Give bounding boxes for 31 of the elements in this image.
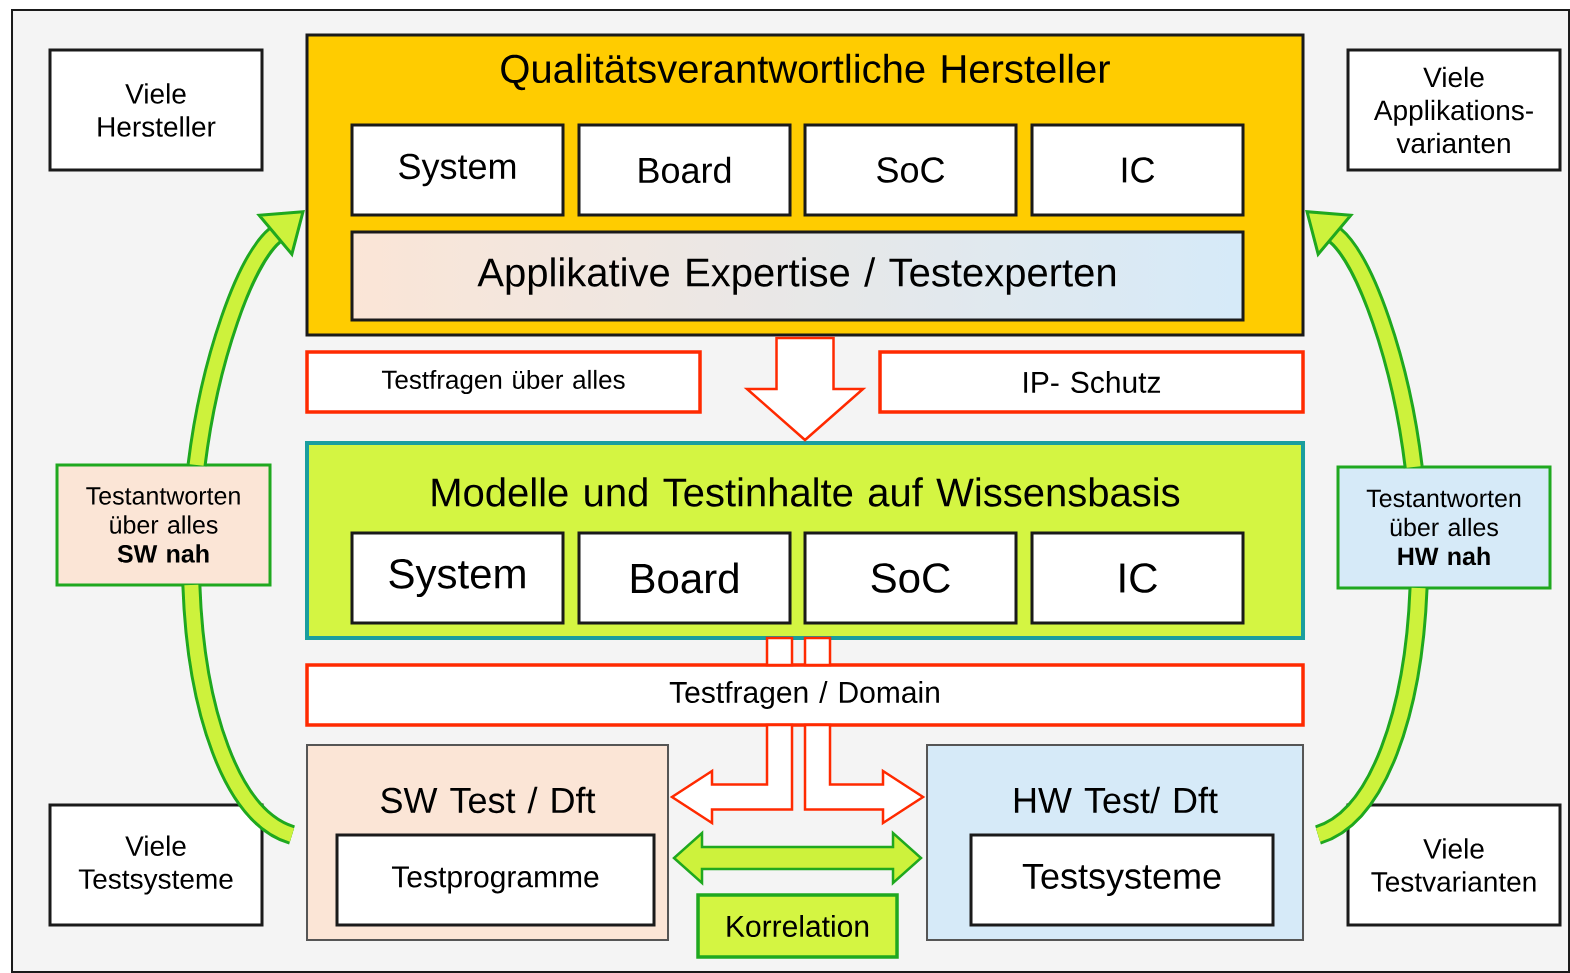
level-box: System — [350, 531, 565, 625]
system-box: Testsysteme — [969, 833, 1275, 927]
panel-title: SW Test / Dft — [381, 786, 596, 814]
level-box: Board — [577, 531, 792, 625]
panel-title: Modelle und Testinhalte auf Wissensbasis — [432, 477, 1180, 507]
block-arrow — [672, 830, 923, 886]
program-box: Testprogramme — [335, 833, 656, 927]
block-arrow — [803, 636, 926, 826]
label-box: Viele Testsysteme — [48, 803, 264, 927]
correlation-box: Korrelation — [696, 893, 899, 959]
block-arrow — [743, 336, 867, 442]
question-box: IP- Schutz — [878, 350, 1305, 414]
label-box: Viele Applikations- varianten — [1346, 48, 1562, 172]
level-box: IC — [1030, 123, 1245, 217]
level-box: SoC — [803, 531, 1018, 625]
note-box: Testantworten über alles HW nah — [1336, 465, 1552, 590]
panel-title: Qualitätsverantwortliche Hersteller — [501, 53, 1110, 91]
curved-arrow — [1305, 210, 1424, 469]
curved-arrow — [186, 210, 305, 467]
label-box: Viele Hersteller — [48, 48, 264, 172]
level-box: IC — [1030, 531, 1245, 625]
level-box: SoC — [803, 123, 1018, 217]
block-arrow — [669, 636, 794, 826]
note-box: Testantworten über alles SW nah — [55, 463, 272, 587]
question-box: Testfragen über alles — [305, 350, 702, 414]
level-box: Board — [577, 123, 792, 217]
label-box: Viele Testvarianten — [1346, 803, 1562, 927]
expertise-bar: Applikative Expertise / Testexperten — [350, 230, 1245, 322]
panel-title: HW Test/ Dft — [1014, 786, 1218, 814]
level-box: System — [350, 123, 565, 217]
question-box: Testfragen / Domain — [305, 663, 1305, 727]
